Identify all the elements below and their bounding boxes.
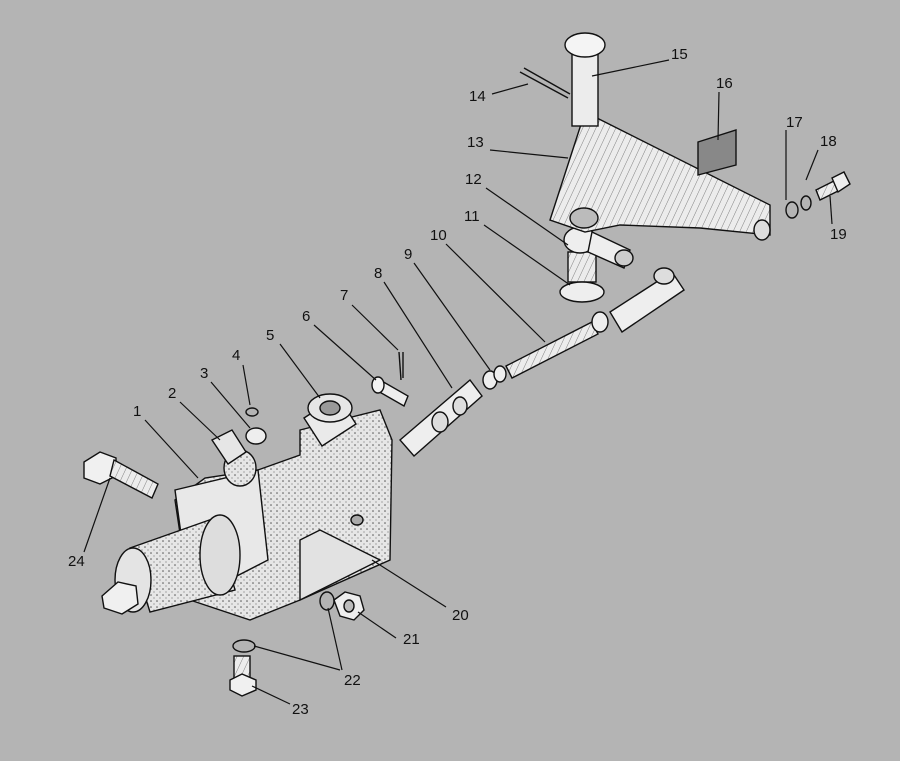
part-3-fitting [245, 427, 267, 445]
part-11-spring [559, 251, 605, 303]
part-13-bracket [549, 111, 771, 241]
leader-5 [279, 343, 321, 399]
callout-1: 1 [133, 403, 141, 420]
leader-lines [83, 59, 833, 705]
part-4-washer [245, 407, 259, 417]
callout-13: 13 [467, 134, 484, 151]
callout-3: 3 [200, 365, 208, 382]
part-9-nuts [482, 365, 507, 390]
leader-12 [485, 187, 569, 246]
callout-4: 4 [232, 347, 240, 364]
part-right-clevis [591, 267, 685, 333]
leader-15 [591, 59, 670, 77]
part-17-washer [785, 201, 799, 219]
callout-19: 19 [830, 226, 847, 243]
part-18-lock-washer [800, 195, 812, 211]
part-23-bolt [229, 655, 257, 697]
part-8-clevis [399, 378, 483, 457]
leader-18 [805, 149, 819, 181]
callout-23: 23 [292, 701, 309, 718]
parts-illustration [83, 32, 851, 697]
leader-3 [210, 381, 251, 429]
part-14-cotter [519, 67, 571, 99]
part-10-threaded-rod [505, 321, 599, 379]
callout-11: 11 [464, 208, 480, 225]
callout-7: 7 [340, 287, 348, 304]
part-24-bolt [83, 451, 159, 499]
leader-9 [413, 262, 491, 371]
leader-22a [253, 645, 341, 671]
leader-23 [251, 685, 291, 705]
callout-21: 21 [403, 631, 420, 648]
leader-8 [383, 281, 453, 389]
leader-7 [351, 304, 399, 351]
leader-1 [144, 419, 199, 479]
callout-5: 5 [266, 327, 274, 344]
part-2-elbow-fitting [210, 429, 257, 487]
callout-14: 14 [469, 88, 486, 105]
callout-6: 6 [302, 308, 310, 325]
part-12-lever [563, 226, 634, 269]
leader-22b [327, 607, 343, 671]
leader-4 [242, 364, 251, 406]
leader-2 [179, 401, 221, 441]
part-6-pin [371, 376, 409, 408]
leader-6 [313, 324, 377, 381]
callout-24: 24 [68, 553, 85, 570]
leader-20 [371, 559, 447, 608]
leader-21 [357, 611, 397, 639]
leader-13 [489, 149, 569, 159]
part-1-cylinder [101, 514, 241, 615]
part-15-pin [564, 32, 606, 127]
leader-16 [717, 91, 720, 141]
callout-10: 10 [430, 227, 447, 244]
leader-14 [491, 83, 529, 95]
callout-20: 20 [452, 607, 469, 624]
leader-19 [829, 195, 833, 225]
callout-9: 9 [404, 246, 412, 263]
leader-11 [483, 224, 571, 286]
leader-10 [445, 243, 546, 343]
callout-2: 2 [168, 385, 176, 402]
part-5-port-fitting [303, 393, 357, 447]
leader-24 [83, 477, 111, 553]
callout-22: 22 [344, 672, 361, 689]
part-7-cotter-pin [398, 351, 404, 381]
callout-16: 16 [716, 75, 733, 92]
part-19-bolt [815, 171, 851, 201]
callout-15: 15 [671, 46, 688, 63]
callout-17: 17 [786, 114, 803, 131]
callout-labels: 1 2 3 4 5 6 7 8 9 10 11 12 13 14 15 16 1… [68, 46, 847, 718]
part-21-nut [333, 591, 365, 621]
callout-12: 12 [465, 171, 482, 188]
callout-8: 8 [374, 265, 382, 282]
part-16-block [697, 129, 737, 176]
callout-18: 18 [820, 133, 837, 150]
